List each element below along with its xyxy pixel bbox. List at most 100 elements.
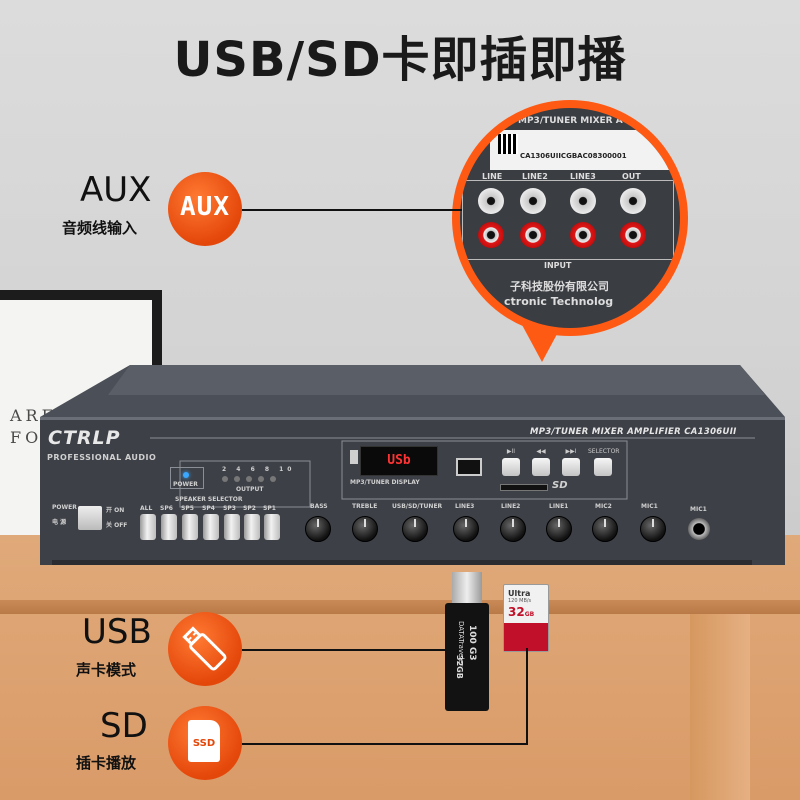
sd-slot[interactable] [500, 484, 548, 491]
rca-red-line[interactable] [478, 222, 504, 248]
output-led-row [222, 476, 280, 482]
mic-jack[interactable] [688, 518, 710, 540]
usb-sd-tuner-knob[interactable] [402, 516, 428, 542]
zoom-port-line3: LINE3 [570, 172, 596, 181]
zoom-port-box [462, 180, 674, 260]
speaker-button-sp3[interactable] [224, 514, 240, 540]
zoom-bubble: MP3/TUNER MIXER A CA1306UIICGBAC08300001… [452, 100, 688, 336]
knob-label-bass: BASS [310, 503, 328, 510]
speaker-selector-label: SPEAKER SELECTOR [175, 496, 243, 503]
usb-sd-icon-area [350, 450, 358, 464]
speaker-button-sp2[interactable] [244, 514, 260, 540]
sd-card-brand: Ultra [508, 589, 531, 598]
speaker-btn-label: ALL [140, 505, 153, 512]
power-on-text: ON [114, 507, 125, 514]
sd-label: SD [100, 706, 148, 746]
sd-card-capacity: 32GB [508, 605, 534, 619]
power-led-dot [183, 472, 189, 478]
output-led [234, 476, 240, 482]
treble-knob[interactable] [352, 516, 378, 542]
zoom-port-out: OUT [622, 172, 641, 181]
zoom-rear-panel: MP3/TUNER MIXER A CA1306UIICGBAC08300001… [460, 108, 680, 328]
desk-top [0, 535, 800, 800]
power-label-cn: 电 源 [52, 519, 67, 526]
led-power-label: POWER [173, 481, 198, 488]
rca-white-out[interactable] [620, 188, 646, 214]
knob-label-usb: USB/SD/TUNER [392, 503, 443, 510]
usb-port[interactable] [456, 458, 482, 476]
sd-leader-line-h [242, 743, 528, 745]
speaker-button-sp1[interactable] [264, 514, 280, 540]
usb-stick-capacity: 32GB [455, 655, 464, 679]
power-on-label: 开 ON [106, 505, 124, 514]
rca-white-line2[interactable] [520, 188, 546, 214]
output-label: OUTPUT [236, 486, 264, 493]
knob-label-mic2: MIC2 [595, 503, 612, 510]
play-pause-label: ▶II [506, 448, 516, 455]
usb-drive-glyph [182, 626, 227, 671]
knob-label-line1: LINE1 [549, 503, 569, 510]
output-led [258, 476, 264, 482]
selector-label: SELECTOR [588, 448, 620, 455]
power-on-cn: 开 [106, 507, 113, 514]
sd-icon-card [188, 720, 220, 762]
usb-label-cn: 声卡模式 [76, 661, 137, 679]
line1-knob[interactable] [546, 516, 572, 542]
aux-label-cn: 音频线输入 [62, 219, 138, 237]
rca-red-out[interactable] [620, 222, 646, 248]
output-levels: 2 4 6 8 10 [222, 466, 295, 473]
sd-label-cn: 插卡播放 [76, 754, 137, 772]
knob-label-line2: LINE2 [501, 503, 521, 510]
sd-leader-line-v [526, 648, 528, 745]
speaker-btn-label: SP2 [243, 505, 256, 512]
line2-knob[interactable] [500, 516, 526, 542]
rca-red-line2[interactable] [520, 222, 546, 248]
usb-drive-icon [168, 612, 242, 686]
rca-white-line[interactable] [478, 188, 504, 214]
bass-knob[interactable] [305, 516, 331, 542]
output-level: 10 [279, 466, 296, 473]
output-led [246, 476, 252, 482]
sd-card-icon: SSD [168, 706, 242, 780]
output-level: 4 [236, 466, 245, 473]
play-pause-button[interactable]: ▶II [502, 448, 520, 476]
model-label: MP3/TUNER MIXER AMPLIFIER CA1306UII [530, 427, 737, 437]
output-level: 6 [250, 466, 259, 473]
power-switch[interactable] [78, 506, 102, 530]
sd-card[interactable]: Ultra 120 MB/s 32GB [503, 584, 549, 652]
line3-knob[interactable] [453, 516, 479, 542]
knob-label-line3: LINE3 [455, 503, 475, 510]
power-off-cn: 关 [106, 522, 113, 529]
selector-button[interactable]: SELECTOR [588, 448, 619, 476]
output-level: 8 [264, 466, 274, 473]
zoom-company-cn: 子科技股份有限公司 [510, 280, 609, 293]
speaker-button-all[interactable] [140, 514, 156, 540]
output-led [270, 476, 276, 482]
rca-white-line3[interactable] [570, 188, 596, 214]
usb-leader-line [242, 649, 447, 651]
usb-stick-model-text: 100 G3 [467, 625, 477, 661]
mic2-knob[interactable] [592, 516, 618, 542]
frame-text-line-2: FO [10, 428, 43, 447]
mic1-knob[interactable] [640, 516, 666, 542]
desk-leg [690, 614, 750, 800]
aux-label: AUX [80, 170, 152, 210]
rca-red-line3[interactable] [570, 222, 596, 248]
sd-logo: SD [552, 480, 568, 491]
brand-subtitle: PROFESSIONAL AUDIO [47, 453, 157, 462]
speaker-btn-label: SP4 [202, 505, 215, 512]
sd-card-band [504, 623, 548, 651]
usb-flash-drive[interactable]: DATATraveler 100 G3 32GB [445, 603, 489, 711]
previous-button[interactable]: ◀◀ [532, 448, 550, 476]
speaker-button-sp4[interactable] [203, 514, 219, 540]
power-led [170, 467, 204, 489]
sd-icon-text: SSD [192, 738, 216, 749]
speaker-button-sp6[interactable] [161, 514, 177, 540]
speaker-button-sp5[interactable] [182, 514, 198, 540]
zoom-port-line2: LINE2 [522, 172, 548, 181]
next-button[interactable]: ▶▶I [562, 448, 580, 476]
page-title: USB/SD卡即插即播 [173, 32, 627, 88]
sd-card-capacity-value: 32 [508, 605, 525, 619]
aux-leader-line [242, 209, 462, 211]
display-label: MP3/TUNER DISPLAY [350, 479, 420, 486]
